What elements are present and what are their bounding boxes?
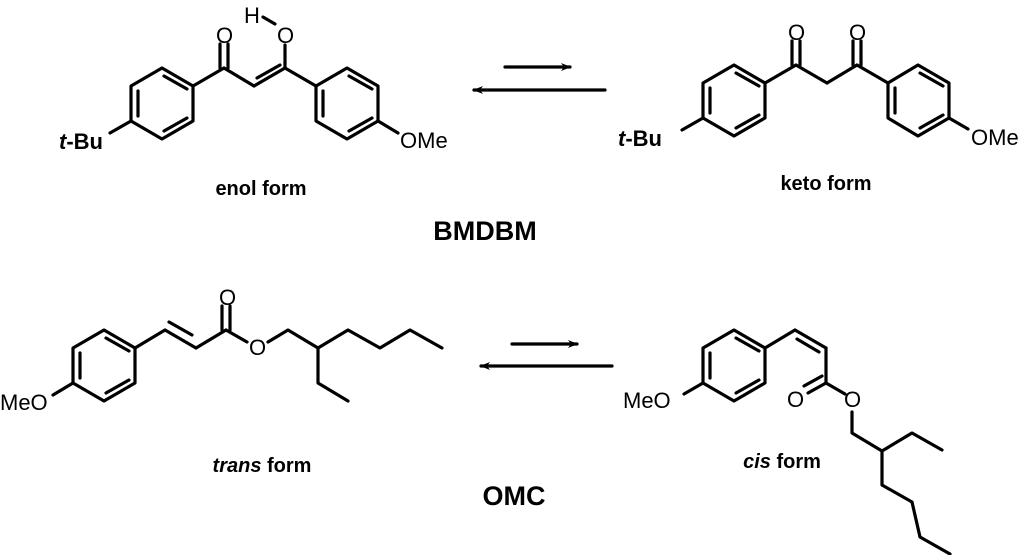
enol-ring2-bond — [283, 66, 318, 88]
trans-ring-vinyl-bond — [133, 328, 167, 350]
cis-ring-vinyl-bond — [763, 328, 797, 350]
cis-carbonyl-double-a — [806, 381, 828, 395]
keto-methoxy-group: OMe — [971, 125, 1019, 150]
cis-meo-bond — [682, 381, 705, 396]
trans-benzene-ring — [71, 328, 137, 403]
trans-label-rest: form — [261, 455, 311, 477]
enol-left-ring-inner-bonds — [136, 74, 189, 133]
enol-left-benzene-ring — [129, 66, 195, 141]
enol-tbu-rest: -Bu — [66, 129, 103, 154]
trans-ring-inner-bonds — [78, 336, 131, 395]
cis-carbonyl-ester-o-bond — [824, 381, 847, 396]
enol-ring-carbonyl-bond — [191, 66, 226, 88]
keto-tbu-rest: -Bu — [625, 126, 662, 151]
trans-carbonyl-oxygen-atom: O — [219, 285, 236, 310]
trans-meo-bond — [51, 381, 75, 397]
keto-tbu-t: t — [618, 126, 627, 151]
bmdbm-title: BMDBM — [433, 216, 536, 246]
cis-alkyl-chain — [850, 410, 952, 555]
cis-alkene-inner-bond — [795, 337, 821, 354]
keto-right-ring-inner-bonds — [893, 71, 945, 130]
enol-form-label: enol form — [215, 178, 306, 200]
enol-oh-h-bond — [261, 15, 277, 26]
keto-left-ring-inner-bonds — [708, 71, 761, 130]
cis-carbonyl-oxygen-atom: O — [787, 387, 804, 412]
trans-structure: MeO O O trans form — [0, 285, 444, 477]
trans-vinyl-carbonyl-bond — [194, 328, 228, 350]
enol-methoxy-group: OMe — [400, 128, 448, 153]
keto-oxygen-2-atom: O — [849, 20, 866, 45]
trans-methoxy-group: MeO — [0, 390, 48, 415]
enol-structure: H O O t-Bu OMe enol form — [59, 3, 448, 200]
cis-ring-inner-bonds — [708, 336, 761, 395]
cis-carbonyl-double-b — [802, 374, 824, 388]
enol-c-ch-bond — [222, 66, 256, 88]
trans-alkene-bond — [163, 328, 198, 350]
omc-equilibrium-arrows — [479, 340, 614, 370]
enol-right-benzene-ring — [314, 66, 380, 141]
keto-ring-carbonyl1-bond — [763, 63, 798, 85]
keto-oxygen-1-atom: O — [788, 20, 805, 45]
enol-tbu-group: t-Bu — [59, 129, 103, 154]
keto-c1-ch2-bond — [794, 63, 829, 85]
trans-form-label: trans form — [213, 455, 312, 477]
cis-alkene-bond — [793, 328, 828, 350]
enol-alkene-bond — [252, 66, 287, 88]
keto-tbu-bond — [680, 116, 705, 132]
keto-left-benzene-ring — [701, 63, 767, 138]
bmdbm-equilibrium-arrows — [472, 63, 607, 94]
trans-carbonyl-ester-o-bond — [224, 328, 249, 344]
cis-form-label: cis form — [743, 451, 821, 473]
enol-hydrogen-atom: H — [244, 3, 260, 28]
trans-alkyl-chain — [266, 328, 444, 350]
enol-carbonyl-oxygen-atom: O — [216, 23, 233, 48]
trans-alkene-inner-bond — [167, 320, 194, 337]
keto-right-benzene-ring — [886, 63, 951, 138]
cis-methoxy-group: MeO — [623, 388, 671, 413]
trans-ester-oxygen-atom: O — [249, 335, 266, 360]
cis-structure: MeO O O cis form — [623, 328, 952, 555]
keto-ome-bond — [947, 116, 970, 131]
cis-label-rest: form — [771, 451, 821, 473]
enol-tbu-t: t — [59, 129, 68, 154]
cis-benzene-ring — [701, 328, 767, 403]
keto-ch2-c2-bond — [825, 63, 859, 85]
enol-right-ring-inner-bonds — [321, 74, 374, 133]
keto-structure: O O t-Bu OMe keto form — [618, 20, 1019, 195]
keto-tbu-group: t-Bu — [618, 126, 662, 151]
enol-ome-bond — [376, 119, 400, 135]
keto-form-label: keto form — [780, 173, 871, 195]
keto-carbonyl2-ring-bond — [855, 63, 890, 85]
omc-title: OMC — [483, 481, 546, 511]
enol-tbu-bond — [108, 119, 133, 135]
cis-ethyl-branch — [880, 431, 944, 453]
enol-alkene-inner-bond — [255, 63, 282, 80]
trans-ethyl-branch — [316, 346, 350, 403]
trans-label-italic: trans — [213, 455, 262, 477]
enol-hydroxy-oxygen-atom: O — [277, 23, 294, 48]
cis-ester-oxygen-atom: O — [844, 387, 861, 412]
cis-label-italic: cis — [743, 451, 771, 473]
